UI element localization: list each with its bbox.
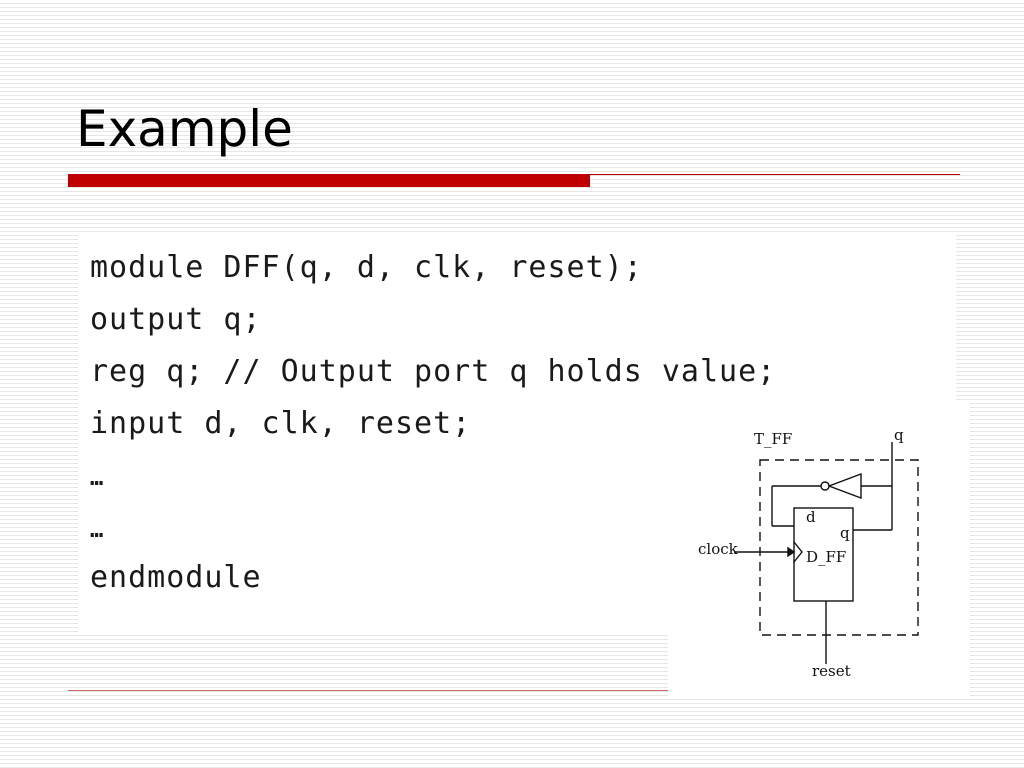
tff-diagram: T_FF q clock d q D_FF reset	[668, 402, 970, 698]
footer-rule	[68, 690, 668, 691]
code-line-module: module DFF(q, d, clk, reset);	[90, 250, 643, 285]
code-line-input: input d, clk, reset;	[90, 406, 472, 441]
dff-q-label: q	[840, 524, 850, 542]
tff-output-q-label: q	[894, 426, 904, 444]
clock-label: clock	[698, 540, 738, 558]
slide-title: Example	[76, 100, 293, 158]
dff-block	[793, 507, 854, 602]
clock-arrow	[787, 546, 796, 558]
inverter-triangle	[827, 472, 862, 500]
dff-d-label: d	[806, 508, 816, 526]
inverter-bubble	[820, 481, 830, 491]
code-line-ellipsis-2: …	[90, 518, 104, 543]
title-underline-thick	[68, 174, 590, 187]
code-line-ellipsis-1: …	[90, 466, 104, 491]
code-line-reg: reg q; // Output port q holds value;	[90, 354, 777, 389]
code-line-endmodule: endmodule	[90, 560, 262, 595]
tff-label: T_FF	[754, 430, 793, 448]
reset-label: reset	[812, 662, 851, 680]
clock-edge-marker	[793, 541, 803, 563]
title-underline-thin	[590, 174, 960, 175]
dff-name-label: D_FF	[806, 548, 847, 566]
tff-outer-boundary	[759, 459, 919, 636]
tff-diagram-graphic	[734, 442, 919, 664]
code-line-output: output q;	[90, 302, 262, 337]
